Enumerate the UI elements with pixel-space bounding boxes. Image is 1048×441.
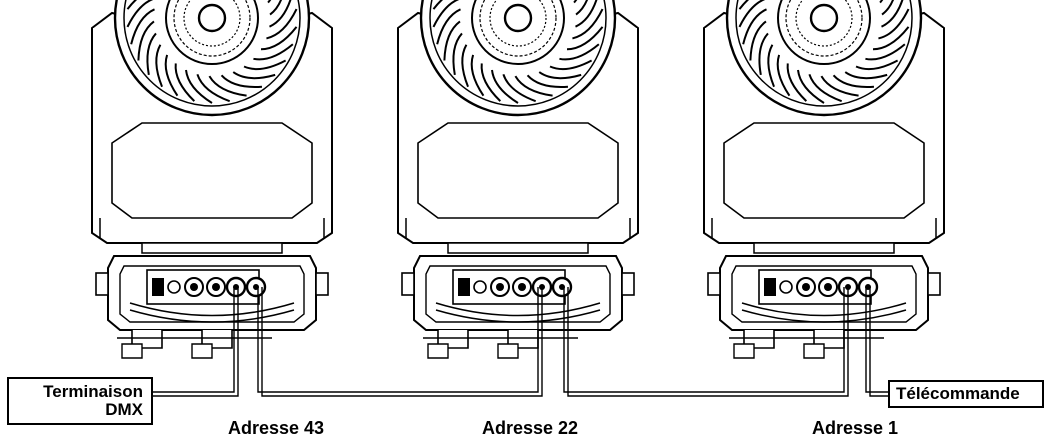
remote-box: Télécommande xyxy=(888,380,1044,408)
terminator-label-line2: DMX xyxy=(105,400,143,419)
dmx-terminator-box: Terminaison DMX xyxy=(7,377,153,425)
fixture-1-address: Adresse 43 xyxy=(228,418,325,438)
fixture-3-address: Adresse 1 xyxy=(812,418,899,438)
moving-head-fixture-2 xyxy=(396,0,640,360)
dmx-cables xyxy=(153,287,888,397)
remote-label: Télécommande xyxy=(896,384,1020,403)
moving-head-fixture-1 xyxy=(90,0,334,360)
terminator-label-line1: Terminaison xyxy=(43,382,143,401)
fixture-2-address: Adresse 22 xyxy=(482,418,579,438)
moving-head-fixture-3 xyxy=(702,0,946,360)
